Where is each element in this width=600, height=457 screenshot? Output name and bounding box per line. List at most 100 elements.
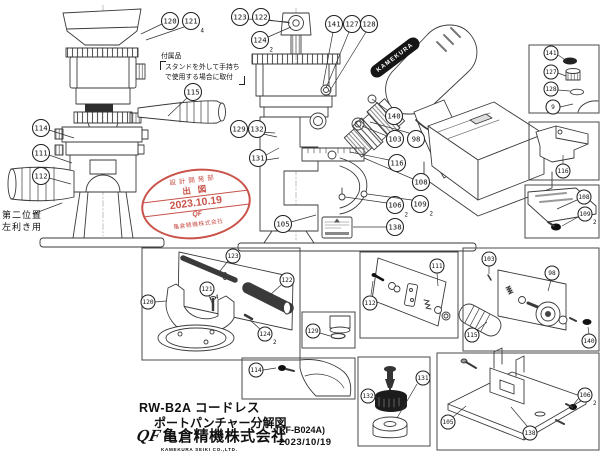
svg-text:120: 120 bbox=[142, 299, 153, 306]
callout-116: 116 bbox=[555, 155, 571, 179]
callout-116: 116 bbox=[349, 151, 407, 173]
detail-box-valve-screw-parts bbox=[359, 251, 459, 339]
svg-text:127: 127 bbox=[545, 69, 556, 76]
svg-text:114: 114 bbox=[34, 124, 48, 133]
svg-text:111: 111 bbox=[431, 263, 442, 270]
svg-text:121: 121 bbox=[201, 286, 212, 293]
stamp-company: 亀倉精機株式会社 bbox=[173, 218, 224, 231]
callout-131: 131 bbox=[396, 370, 431, 419]
svg-text:105: 105 bbox=[442, 419, 453, 426]
callout-115: 115 bbox=[167, 82, 203, 117]
callout-114: 114 bbox=[31, 118, 75, 139]
callout-132: 132 bbox=[360, 388, 382, 404]
callout-138: 138 bbox=[510, 406, 538, 441]
company-name-en: KAMEKURA SEIKI CO.,LTD. bbox=[161, 447, 238, 452]
detail-box-handle-gear-parts bbox=[462, 247, 600, 352]
svg-text:98: 98 bbox=[412, 135, 421, 144]
callout-138: 138 bbox=[353, 217, 405, 237]
callout-127: 127 bbox=[325, 14, 362, 89]
svg-text:2: 2 bbox=[405, 213, 409, 219]
svg-text:4: 4 bbox=[201, 29, 205, 35]
callout-129: 129 bbox=[305, 323, 331, 339]
svg-text:122: 122 bbox=[254, 13, 267, 22]
svg-text:111: 111 bbox=[34, 149, 47, 158]
document-date: 2023/10/19 bbox=[279, 437, 332, 448]
svg-text:108: 108 bbox=[578, 194, 589, 201]
callout-98: 98 bbox=[544, 265, 560, 292]
svg-text:120: 120 bbox=[163, 17, 176, 26]
svg-text:2: 2 bbox=[270, 48, 274, 54]
callout-98: 98 bbox=[369, 121, 426, 149]
svg-text:121: 121 bbox=[184, 17, 197, 26]
svg-text:141: 141 bbox=[327, 20, 340, 29]
svg-text:140: 140 bbox=[583, 338, 594, 345]
callout-115: 115 bbox=[464, 321, 488, 343]
callout-112: 112 bbox=[362, 280, 378, 311]
svg-text:105: 105 bbox=[276, 220, 289, 229]
callout-123: 123 bbox=[219, 248, 241, 272]
svg-text:106: 106 bbox=[579, 392, 590, 399]
callout-108: 108 bbox=[363, 157, 431, 192]
svg-text:109: 109 bbox=[413, 200, 426, 209]
svg-text:116: 116 bbox=[557, 168, 568, 175]
svg-text:127: 127 bbox=[345, 20, 358, 29]
svg-text:103: 103 bbox=[388, 135, 401, 144]
svg-text:140: 140 bbox=[387, 112, 400, 121]
svg-text:4: 4 bbox=[215, 295, 219, 301]
callout-120: 120 bbox=[140, 294, 167, 310]
svg-text:109: 109 bbox=[579, 211, 590, 218]
svg-text:124: 124 bbox=[259, 331, 270, 338]
svg-text:129: 129 bbox=[232, 125, 245, 134]
svg-text:98: 98 bbox=[548, 270, 556, 277]
accessory-note-body: スタンドを外して手持ち で使用する場合に取付 bbox=[160, 60, 245, 85]
svg-text:2: 2 bbox=[593, 220, 597, 226]
svg-text:141: 141 bbox=[545, 50, 556, 57]
document-code: (RF-B024A) bbox=[276, 425, 326, 435]
callout-108: 108 bbox=[556, 189, 592, 210]
detail-box-valve-cap-parts bbox=[357, 356, 431, 447]
detail-box-set-screw bbox=[241, 357, 356, 400]
callout-111: 111 bbox=[31, 143, 73, 164]
svg-text:9: 9 bbox=[551, 104, 555, 111]
detail-box-base-plate-parts bbox=[436, 352, 600, 451]
callout-105: 105 bbox=[440, 405, 467, 430]
svg-text:112: 112 bbox=[364, 300, 375, 307]
accessory-note: 付属品 スタンドを外して手持ち で使用する場合に取付 bbox=[160, 52, 245, 85]
callout-112: 112 bbox=[31, 166, 72, 186]
callout-128: 128 bbox=[328, 14, 379, 93]
callout-103: 103 bbox=[361, 125, 405, 149]
callout-140: 140 bbox=[581, 326, 597, 349]
svg-text:106: 106 bbox=[388, 201, 401, 210]
svg-text:131: 131 bbox=[417, 375, 428, 382]
detail-box-o-ring bbox=[301, 311, 356, 349]
svg-text:2: 2 bbox=[430, 212, 434, 218]
svg-text:116: 116 bbox=[390, 159, 403, 168]
svg-text:123: 123 bbox=[227, 253, 238, 260]
callout-120: 120 bbox=[140, 11, 180, 35]
svg-text:128: 128 bbox=[362, 20, 375, 29]
callout-106: 106 2 bbox=[344, 195, 409, 219]
callout-140: 140 bbox=[371, 98, 404, 126]
svg-text:122: 122 bbox=[281, 277, 292, 284]
svg-text:132: 132 bbox=[250, 125, 263, 134]
callout-122: 122 bbox=[251, 7, 291, 27]
svg-text:132: 132 bbox=[362, 393, 373, 400]
callout-114: 114 bbox=[248, 362, 277, 378]
svg-text:129: 129 bbox=[307, 328, 318, 335]
svg-text:108: 108 bbox=[414, 178, 427, 187]
callout-122: 122 bbox=[269, 272, 295, 296]
svg-text:2: 2 bbox=[273, 340, 277, 346]
detail-box-slide-plate bbox=[524, 184, 600, 239]
company-logo-icon: QF bbox=[134, 426, 163, 445]
svg-text:128: 128 bbox=[545, 86, 556, 93]
accessory-note-title: 付属品 bbox=[161, 53, 182, 60]
svg-text:138: 138 bbox=[388, 223, 401, 232]
diagram-title: ポートパンチャー分解図 bbox=[154, 416, 287, 430]
callout-103: 103 bbox=[481, 251, 497, 274]
svg-text:112: 112 bbox=[34, 172, 47, 181]
